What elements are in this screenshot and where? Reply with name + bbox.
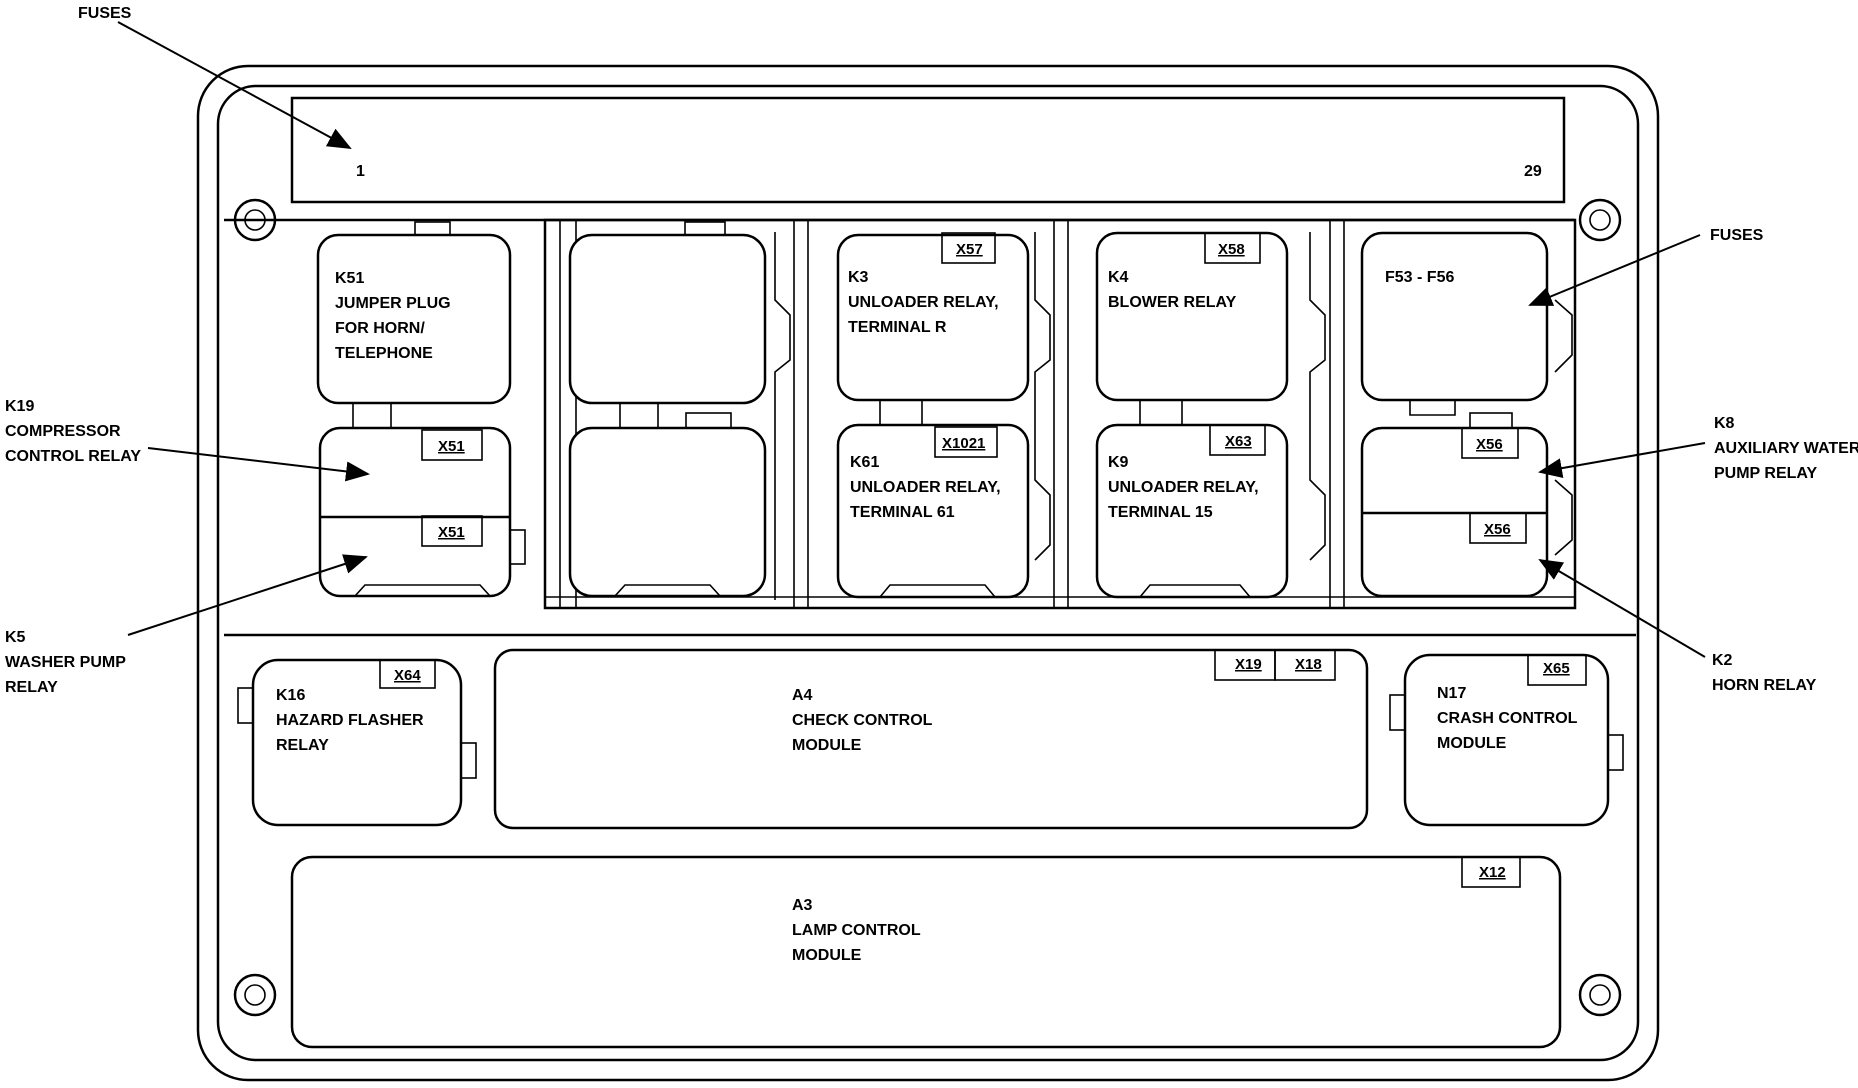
svg-text:UNLOADER RELAY,: UNLOADER RELAY, — [848, 294, 999, 311]
svg-text:RELAY: RELAY — [276, 737, 329, 754]
svg-text:FOR HORN/: FOR HORN/ — [335, 320, 425, 337]
svg-text:COMPRESSOR: COMPRESSOR — [5, 423, 121, 440]
label-a3: A3 LAMP CONTROL MODULE — [792, 897, 921, 964]
svg-text:K4: K4 — [1108, 269, 1129, 286]
svg-text:TERMINAL R: TERMINAL R — [848, 319, 947, 336]
svg-text:K19: K19 — [5, 398, 34, 415]
label-k3: K3 UNLOADER RELAY, TERMINAL R — [848, 269, 999, 336]
svg-text:N17: N17 — [1437, 685, 1466, 702]
svg-text:BLOWER RELAY: BLOWER RELAY — [1108, 294, 1237, 311]
callout-k5: K5 WASHER PUMP RELAY — [5, 629, 126, 696]
svg-text:CRASH CONTROL: CRASH CONTROL — [1437, 710, 1578, 727]
module-a4 — [493, 648, 1369, 830]
svg-text:MODULE: MODULE — [792, 947, 862, 964]
svg-text:MODULE: MODULE — [1437, 735, 1507, 752]
label-k51: K51 JUMPER PLUG FOR HORN/ TELEPHONE — [335, 270, 451, 362]
connector-x51-b: X51 — [438, 524, 465, 541]
connector-x56-b: X56 — [1484, 521, 1511, 538]
svg-text:K51: K51 — [335, 270, 364, 287]
connector-x19: X19 — [1235, 656, 1262, 673]
svg-text:UNLOADER RELAY,: UNLOADER RELAY, — [1108, 479, 1259, 496]
relay-k51 — [316, 233, 512, 405]
arrow-fuses-right — [1528, 234, 1701, 306]
fuse-strip — [290, 96, 1566, 204]
connector-x56-a: X56 — [1476, 436, 1503, 453]
svg-text:AUXILIARY WATER: AUXILIARY WATER — [1714, 440, 1858, 457]
callout-fuses-right: FUSES — [1710, 227, 1764, 244]
connector-x64: X64 — [394, 667, 421, 684]
connector-x18: X18 — [1295, 656, 1322, 673]
relay-k4 — [1095, 231, 1289, 402]
housing-outer — [196, 64, 1660, 1082]
svg-text:A4: A4 — [792, 687, 813, 704]
relay-carrier — [543, 218, 1577, 610]
arrow-k5 — [127, 554, 368, 636]
svg-text:TELEPHONE: TELEPHONE — [335, 345, 433, 362]
label-k9: K9 UNLOADER RELAY, TERMINAL 15 — [1108, 454, 1259, 521]
svg-text:K8: K8 — [1714, 415, 1735, 432]
connector-x58: X58 — [1218, 241, 1245, 258]
relay-empty-top — [568, 233, 767, 405]
svg-text:K9: K9 — [1108, 454, 1129, 471]
arrow-k2 — [1538, 558, 1706, 658]
fuses-f53-f56 — [1360, 231, 1549, 402]
svg-text:WASHER PUMP: WASHER PUMP — [5, 654, 126, 671]
relay-empty-bottom — [568, 426, 767, 598]
svg-text:K2: K2 — [1712, 652, 1733, 669]
relay-k3 — [836, 233, 1030, 402]
callout-k2: K2 HORN RELAY — [1712, 652, 1817, 694]
arrow-k8 — [1538, 442, 1706, 479]
svg-text:LAMP CONTROL: LAMP CONTROL — [792, 922, 921, 939]
svg-text:K5: K5 — [5, 629, 26, 646]
svg-text:K61: K61 — [850, 454, 879, 471]
relay-k61 — [836, 423, 1030, 599]
callout-k19: K19 COMPRESSOR CONTROL RELAY — [5, 398, 141, 465]
svg-text:RELAY: RELAY — [5, 679, 58, 696]
svg-text:CHECK CONTROL: CHECK CONTROL — [792, 712, 933, 729]
connector-x1021: X1021 — [942, 435, 985, 452]
relay-k9 — [1095, 423, 1289, 599]
svg-text:JUMPER PLUG: JUMPER PLUG — [335, 295, 451, 312]
label-a4: A4 CHECK CONTROL MODULE — [792, 687, 933, 754]
mounting-hole-top-right — [1578, 198, 1622, 242]
connector-x65: X65 — [1543, 660, 1570, 677]
mounting-hole-bottom-right — [1578, 973, 1622, 1017]
label-k61: K61 UNLOADER RELAY, TERMINAL 61 — [850, 454, 1001, 521]
connector-x57: X57 — [956, 241, 983, 258]
housing-inner — [216, 84, 1640, 1062]
svg-text:TERMINAL 61: TERMINAL 61 — [850, 504, 955, 521]
callout-k8: K8 AUXILIARY WATER PUMP RELAY — [1714, 415, 1858, 482]
svg-text:TERMINAL 15: TERMINAL 15 — [1108, 504, 1213, 521]
arrow-fuses-top — [117, 21, 352, 149]
svg-text:K3: K3 — [848, 269, 869, 286]
callout-fuses-top: FUSES — [78, 5, 132, 22]
svg-text:MODULE: MODULE — [792, 737, 862, 754]
connector-x63: X63 — [1225, 433, 1252, 450]
svg-text:UNLOADER RELAY,: UNLOADER RELAY, — [850, 479, 1001, 496]
fuse-strip-last: 29 — [1524, 163, 1542, 180]
svg-text:HORN RELAY: HORN RELAY — [1712, 677, 1817, 694]
module-a3 — [290, 855, 1562, 1049]
label-k16: K16 HAZARD FLASHER RELAY — [276, 687, 424, 754]
svg-text:A3: A3 — [792, 897, 813, 914]
svg-text:HAZARD FLASHER: HAZARD FLASHER — [276, 712, 424, 729]
arrow-k19 — [147, 447, 370, 482]
label-n17: N17 CRASH CONTROL MODULE — [1437, 685, 1578, 752]
connector-x51-a: X51 — [438, 438, 465, 455]
svg-text:K16: K16 — [276, 687, 305, 704]
connector-x12: X12 — [1479, 864, 1506, 881]
module-n17 — [1403, 653, 1610, 827]
label-k4: K4 BLOWER RELAY — [1108, 269, 1237, 311]
svg-text:CONTROL RELAY: CONTROL RELAY — [5, 448, 141, 465]
mounting-hole-bottom-left — [233, 973, 277, 1017]
svg-text:PUMP RELAY: PUMP RELAY — [1714, 465, 1817, 482]
label-f53-f56: F53 - F56 — [1385, 269, 1454, 286]
fuse-strip-first: 1 — [356, 163, 365, 180]
